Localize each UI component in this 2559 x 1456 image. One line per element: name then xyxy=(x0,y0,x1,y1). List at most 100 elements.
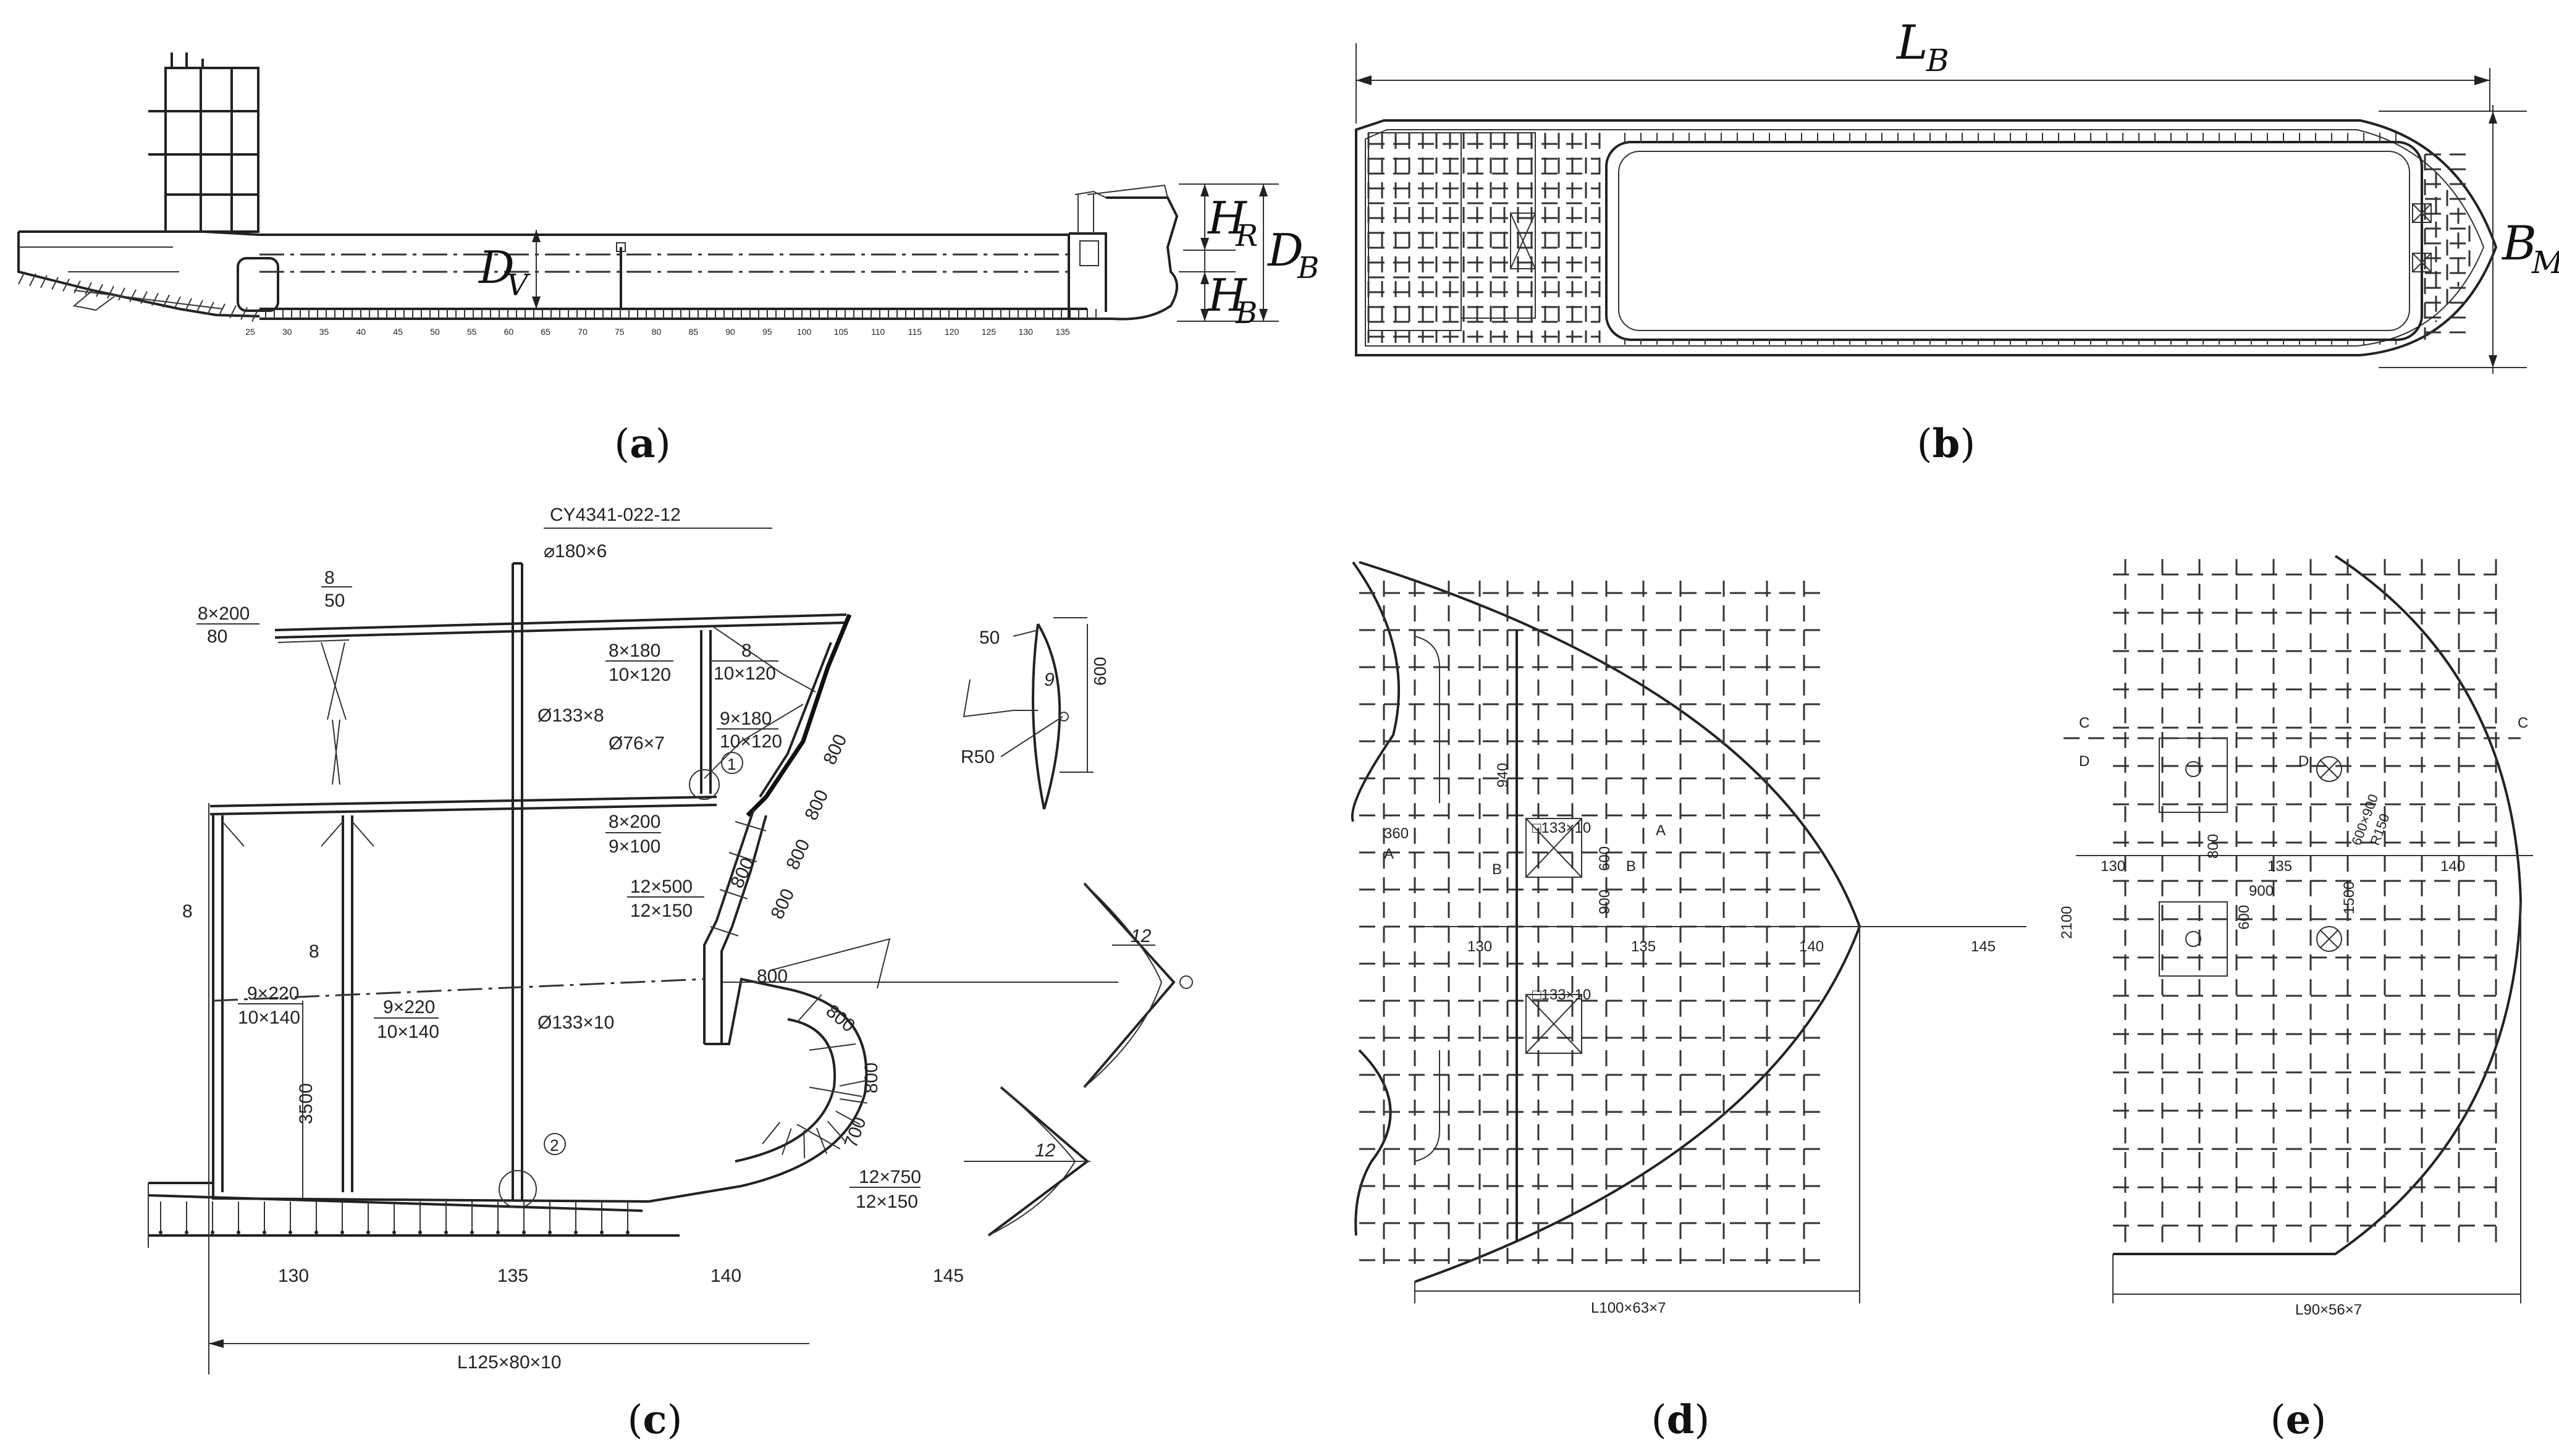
bow-stem-upper xyxy=(746,613,852,817)
frame-130: 130 xyxy=(1467,938,1492,955)
frame-tick-label: 110 xyxy=(871,327,885,337)
frame-140: 140 xyxy=(710,1266,741,1286)
frame-tick-label: 70 xyxy=(578,327,588,337)
detail-pointed-sections: 12 12 xyxy=(964,882,1193,1237)
ann-8-left: 8 xyxy=(182,901,193,922)
ann-r50: R50 xyxy=(961,747,995,767)
callout-2: 2 xyxy=(550,1136,559,1155)
ann-9-220b-top: 9×220 xyxy=(383,997,435,1017)
deck-fittings xyxy=(1510,203,2432,272)
drawing-number: CY4341-022-12 xyxy=(550,505,681,525)
frame-135: 135 xyxy=(497,1266,528,1286)
ann-360: 360 xyxy=(1384,825,1409,842)
hull-bottom xyxy=(18,234,1112,322)
hull-outline xyxy=(1355,119,2498,356)
ann-12-750-top: 12×750 xyxy=(859,1167,921,1187)
ann-8-200b-top: 8×200 xyxy=(609,812,660,832)
ann-600: 600 xyxy=(1596,846,1613,871)
ann-600: 600 xyxy=(1090,657,1110,686)
frame-tick-label: 55 xyxy=(467,327,477,337)
panel-b-caption: (b) xyxy=(1917,421,1976,467)
deck-grid xyxy=(1367,132,2471,345)
section-b-left: B xyxy=(1492,861,1502,878)
panel-e-bow-plan: C C D D 800 900 600 1500 2100 600×900 R1… xyxy=(2059,555,2533,1443)
ann-8-180-top: 8×180 xyxy=(609,641,660,661)
ann-p133a: □133×10 xyxy=(1532,820,1591,836)
bow-plan2-grid xyxy=(2113,559,2497,1248)
ann-800-6: 800 xyxy=(757,966,788,987)
frame-145: 145 xyxy=(1971,938,1996,955)
frame-tick-label: 50 xyxy=(430,327,440,337)
dv-symbol: D xyxy=(478,242,515,293)
ann-50: 50 xyxy=(979,628,1000,648)
ann-p133-8: Ø133×8 xyxy=(538,705,604,726)
section-d-left: D xyxy=(2079,753,2089,770)
ann-800-2: 800 xyxy=(801,787,832,823)
ann-12b: 12 xyxy=(1035,1140,1056,1161)
ann-12a: 12 xyxy=(1131,926,1152,946)
ann-8-200-bot: 80 xyxy=(207,626,227,647)
ann-12-500-top: 12×500 xyxy=(630,877,693,897)
mast-top xyxy=(616,242,626,252)
ann-l90: L90×56×7 xyxy=(2295,1302,2362,1318)
deck-house xyxy=(148,53,259,233)
dimension-hr-hb-db: H R H B D B xyxy=(1177,183,1319,330)
section-a-left: A xyxy=(1384,846,1394,862)
panel-e-caption: (e) xyxy=(2270,1397,2327,1443)
bow-plan2-openings xyxy=(2159,738,2342,977)
ann-12-500-bot: 12×150 xyxy=(630,901,693,921)
panel-b-plan-view: L B B M (b) xyxy=(1355,15,2559,467)
frame-tick-label: 90 xyxy=(725,327,735,337)
ann-8-top: 8 xyxy=(741,641,752,661)
ann-l125: L125×80×10 xyxy=(457,1352,562,1373)
lb-subscript: B xyxy=(1926,43,1949,78)
ann-900: 900 xyxy=(2249,883,2274,899)
ann-900: 900 xyxy=(1596,890,1613,914)
stern-structure xyxy=(17,230,279,318)
panel-e-annotations: C C D D 800 900 600 1500 2100 600×900 R1… xyxy=(2059,715,2528,939)
bow-plan-openings xyxy=(1525,818,1582,1054)
section-c-right: C xyxy=(2518,715,2528,731)
frame-tick-label: 35 xyxy=(319,327,329,337)
ann-p133b: □133×10 xyxy=(1532,987,1591,1003)
frame-tick-label: 85 xyxy=(688,327,698,337)
dimension-lb: L B xyxy=(1355,15,2490,124)
panel-d-caption: (d) xyxy=(1651,1397,1710,1443)
ann-9: 9 xyxy=(1044,670,1055,690)
panel-d-annotations: 940 360 □133×10 □133×10 600 900 A A B B … xyxy=(1384,763,1996,1003)
ann-p180: ⌀180×6 xyxy=(544,541,607,562)
ann-8-200-top: 8×200 xyxy=(198,604,250,624)
ann-800-1: 800 xyxy=(819,731,851,768)
frame-tick-label: 105 xyxy=(834,327,849,337)
detail-flange-arc: 50 9 600 R50 xyxy=(961,617,1110,810)
section-d-right: D xyxy=(2298,753,2309,770)
frame-140: 140 xyxy=(2440,858,2465,875)
ann-8-mid: 8 xyxy=(309,941,319,962)
ann-800-4: 800 xyxy=(767,886,798,922)
bm-subscript: M xyxy=(2531,245,2559,280)
frame-tick-label: 130 xyxy=(1019,327,1034,337)
ann-9-220b-bot: 10×140 xyxy=(377,1022,439,1042)
frame-tick-label: 135 xyxy=(1055,327,1070,337)
frame-145: 145 xyxy=(933,1266,964,1286)
callout-1: 1 xyxy=(727,755,736,773)
frame-130: 130 xyxy=(2101,858,2125,875)
ann-9-220a-bot: 10×140 xyxy=(238,1008,300,1028)
ann-8-180-bot: 10×120 xyxy=(609,665,671,685)
hb-subscript: B xyxy=(1235,296,1257,330)
panel-c-bow-section: CY4341-022-12 xyxy=(148,505,1193,1443)
frame-tick-label: 65 xyxy=(541,327,550,337)
panel-a-caption: (a) xyxy=(614,421,670,467)
ann-8-50-top: 8 xyxy=(324,568,335,588)
panel-c-caption: (c) xyxy=(628,1397,683,1443)
ann-940: 940 xyxy=(1495,763,1511,788)
frame-tick-label: 25 xyxy=(245,327,255,337)
panel-d-bow-plan: 940 360 □133×10 □133×10 600 900 A A B B … xyxy=(1351,561,2026,1443)
db-subscript: B xyxy=(1297,251,1319,285)
panel-c-annotations: ⌀180×6 8 50 8×200 80 8×180 10×120 8 10×1… xyxy=(182,541,921,1212)
frame-130: 130 xyxy=(278,1266,309,1286)
ann-1500: 1500 xyxy=(2341,882,2358,914)
